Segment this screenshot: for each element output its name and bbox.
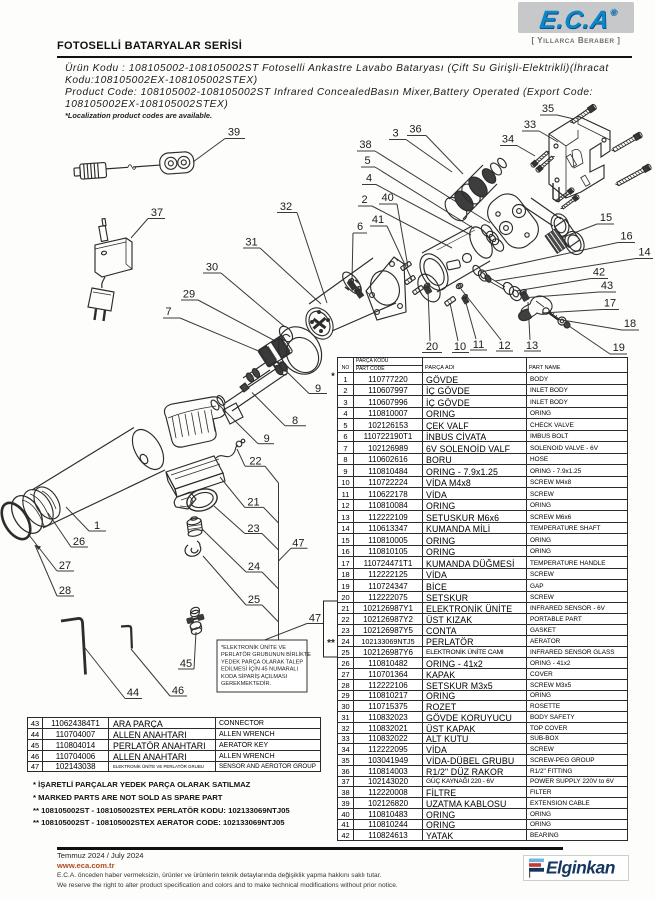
svg-text:5: 5 [364,155,370,167]
svg-text:8: 8 [292,415,298,427]
svg-text:41: 41 [372,214,384,226]
svg-text:3: 3 [392,128,398,140]
svg-text:15: 15 [600,212,612,224]
svg-text:35: 35 [542,103,554,115]
svg-text:20: 20 [426,341,438,353]
svg-text:11: 11 [473,339,484,351]
svg-text:9: 9 [315,383,321,395]
svg-text:PERLATÖR GRUBUNUN BİRLİKTE: PERLATÖR GRUBUNUN BİRLİKTE [221,651,311,658]
svg-text:39: 39 [228,127,240,139]
svg-text:23: 23 [247,523,259,535]
svg-text:*ELEKTRONİK ÜNİTE VE: *ELEKTRONİK ÜNİTE VE [221,644,286,651]
svg-text:13: 13 [526,340,538,352]
svg-text:46: 46 [172,685,184,697]
svg-text:14: 14 [638,247,650,259]
svg-text:EDİLMESİ İÇİN 45 NUMARALI: EDİLMESİ İÇİN 45 NUMARALI [221,666,299,673]
svg-text:12: 12 [498,340,510,352]
svg-text:28: 28 [59,585,71,597]
svg-text:26: 26 [73,536,85,548]
svg-text:29: 29 [183,289,195,301]
svg-text:Elginkan: Elginkan [546,858,615,878]
svg-text:27: 27 [59,560,71,572]
svg-text:16: 16 [620,231,632,243]
svg-text:32: 32 [280,201,292,213]
svg-text:21: 21 [247,497,259,509]
svg-text:44: 44 [127,687,139,699]
svg-text:30: 30 [206,262,218,274]
svg-text:**: ** [327,638,335,649]
svg-text:22: 22 [249,456,261,468]
svg-text:38: 38 [359,139,371,151]
svg-text:1: 1 [94,520,100,532]
svg-text:43: 43 [601,280,613,292]
svg-text:45: 45 [180,658,192,670]
svg-text:24: 24 [248,561,260,573]
svg-text:9: 9 [264,433,270,445]
svg-text:34: 34 [502,134,514,146]
svg-text:36: 36 [409,124,421,136]
svg-text:17: 17 [604,298,616,310]
svg-text:KODA SİPARİŞ AÇILMASI: KODA SİPARİŞ AÇILMASI [221,673,288,680]
svg-text:37: 37 [151,207,163,219]
svg-text:31: 31 [245,237,257,249]
svg-text:33: 33 [524,119,536,131]
svg-text:*: * [331,371,335,381]
svg-text:19: 19 [613,342,625,354]
svg-text:47: 47 [292,538,304,550]
svg-text:47: 47 [309,613,321,625]
svg-text:YEDEK PARÇA OLARAK TALEP: YEDEK PARÇA OLARAK TALEP [221,659,303,665]
svg-text:4: 4 [366,173,372,185]
svg-text:42: 42 [593,267,605,279]
svg-text:25: 25 [248,594,260,606]
svg-text:GEREKMEKTEDİR.: GEREKMEKTEDİR. [221,680,271,687]
svg-text:2: 2 [361,194,367,206]
svg-text:6: 6 [357,221,363,233]
svg-text:10: 10 [454,341,466,353]
svg-text:18: 18 [624,318,636,330]
svg-text:40: 40 [381,192,393,204]
svg-text:7: 7 [165,306,171,318]
